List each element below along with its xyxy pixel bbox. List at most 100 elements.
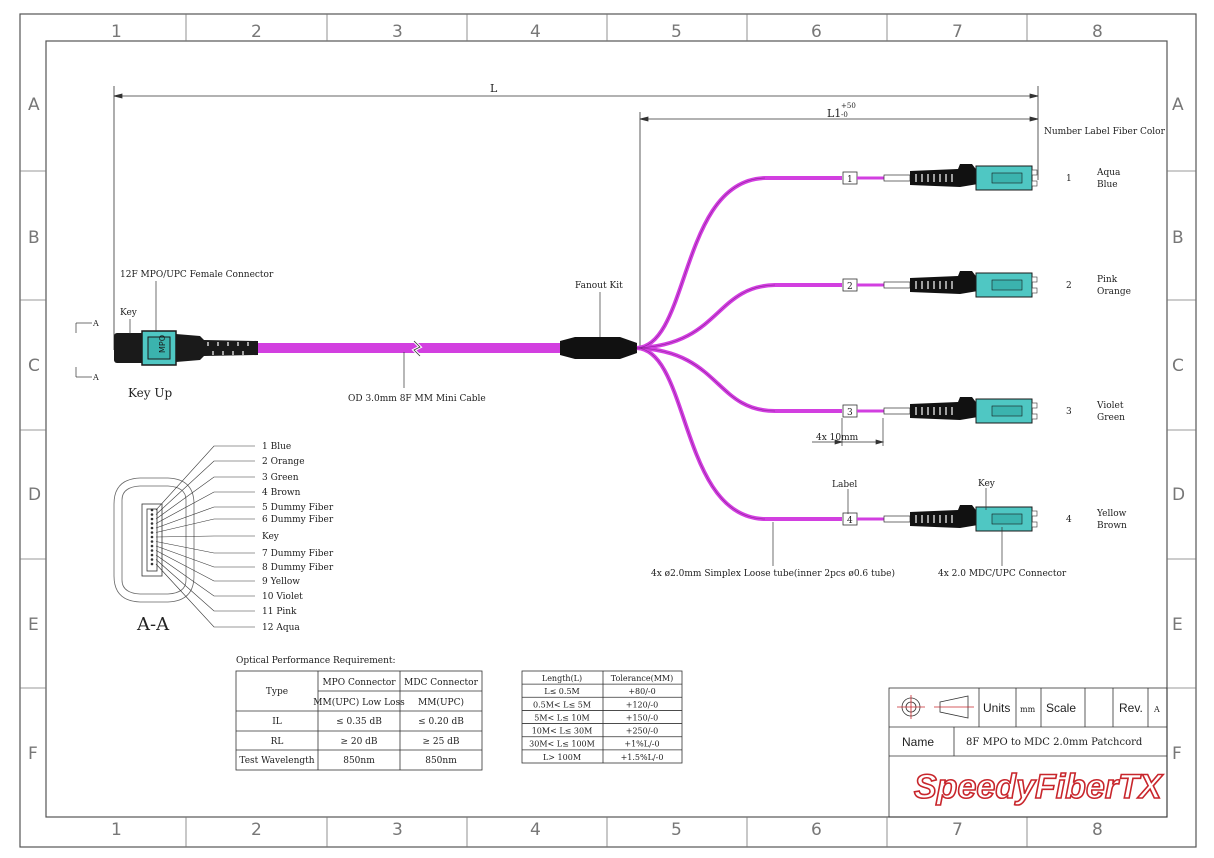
inner-frame	[45, 40, 1168, 818]
dim-l1-label: L1	[827, 107, 841, 120]
pinout-label: 1 Blue	[262, 442, 291, 452]
optical-sub-mpo: MM(UPC) Low Loss	[313, 697, 405, 708]
row-label-left: F	[28, 744, 38, 764]
pinout-label: 10 Violet	[262, 592, 303, 602]
scale-label: Scale	[1046, 701, 1076, 715]
name-value: 8F MPO to MDC 2.0mm Patchcord	[966, 737, 1143, 748]
col-label-bottom: 2	[251, 820, 262, 840]
pinout-label: 7 Dummy Fiber	[262, 549, 334, 559]
optical-mdc-value: 850nm	[425, 756, 457, 766]
pinout-label: Key	[262, 532, 280, 542]
optical-row-label: IL	[272, 717, 282, 727]
row-label-right: F	[1172, 744, 1182, 764]
col-label-top: 5	[671, 22, 682, 42]
section-mark-bottom: A	[92, 373, 99, 382]
pinout-leader	[155, 545, 255, 568]
fiber-position	[150, 513, 154, 516]
col-label-bottom: 5	[671, 820, 682, 840]
tolerance-row-lines	[522, 683, 682, 751]
label-callout: Label	[832, 480, 857, 490]
col-label-bottom: 7	[952, 820, 963, 840]
mdc-boot	[910, 505, 978, 528]
dim-l-label: L	[490, 82, 498, 95]
leg-color-b: Blue	[1097, 180, 1118, 190]
breakout-spacing-label: 4x 10mm	[816, 433, 859, 443]
mpo-key-label: Key	[120, 308, 138, 318]
col-label-top: 7	[952, 22, 963, 42]
row-label-left: D	[28, 485, 41, 505]
row-label-right: E	[1172, 615, 1183, 635]
col-label-bottom: 3	[392, 820, 403, 840]
leg-color-a: Yellow	[1096, 509, 1127, 519]
tolerance-value: +1.5%L/-0	[621, 753, 664, 762]
fiber-position	[150, 535, 154, 539]
header-number-label-color: Number Label Fiber Color	[1044, 127, 1166, 137]
col-label-bottom: 4	[530, 820, 541, 840]
mdc-connector-mark	[991, 513, 1023, 525]
mdc-connector-mark	[991, 172, 1023, 184]
fiber-position	[150, 558, 154, 561]
tube-label: 4x ø2.0mm Simplex Loose tube(inner 2pcs …	[651, 568, 895, 579]
pinout-leader	[155, 554, 255, 597]
optical-sub-mdc: MM(UPC)	[418, 697, 464, 708]
units-value: mm	[1020, 705, 1036, 714]
pinout-leader	[155, 518, 255, 533]
tolerance-length: 30M< L≤ 100M	[529, 740, 595, 749]
row-label-right: D	[1172, 485, 1185, 505]
leg-label-number: 1	[847, 175, 853, 185]
pinout-leader	[155, 563, 255, 628]
col-label-top: 1	[111, 22, 122, 42]
ferrule	[1031, 276, 1038, 283]
optical-header-mpo: MPO Connector	[322, 678, 396, 688]
pinout-leader	[155, 506, 255, 529]
optical-header-mdc: MDC Connector	[404, 678, 478, 688]
row-label-right: A	[1172, 95, 1184, 115]
mdc-connector-mark	[991, 279, 1023, 291]
col-label-top: 4	[530, 22, 541, 42]
leg-label-number: 4	[847, 516, 853, 526]
optical-table-grid	[235, 670, 483, 771]
pinout-leader	[155, 476, 255, 520]
fiber-position	[150, 549, 154, 552]
speedyfibertx-logo: SpeedyFiberTX	[914, 768, 1164, 806]
row-label-left: C	[28, 356, 40, 376]
fiber-position	[150, 522, 154, 525]
fiber-position	[150, 517, 154, 521]
units-label: Units	[983, 701, 1010, 715]
ferrule	[1031, 169, 1038, 176]
pinout-label: 4 Brown	[262, 488, 301, 498]
leg-boot-tube	[883, 407, 911, 415]
rev-value: A	[1153, 705, 1160, 714]
optical-mpo-value: ≥ 20 dB	[340, 737, 377, 747]
col-label-top: 8	[1092, 22, 1103, 42]
title-block-grid	[888, 687, 1168, 818]
pinout-label: 5 Dummy Fiber	[262, 503, 334, 513]
outer-frame	[19, 13, 1197, 848]
breakout-tubes	[636, 176, 842, 521]
ferrule	[1031, 402, 1038, 409]
border-zone-ticks	[20, 14, 1196, 847]
mpo-connector: MPO	[114, 330, 258, 366]
tolerance-table: Length(L)Tolerance(MM)L≤ 0.5M+80/-00.5M<…	[529, 674, 673, 762]
pinout-label: 2 Orange	[262, 457, 305, 467]
tolerance-length: L> 100M	[543, 753, 581, 762]
pinout-leader	[155, 541, 255, 554]
tolerance-value: +150/-0	[626, 713, 658, 722]
col-label-top: 3	[392, 22, 403, 42]
pinout-leader	[155, 460, 255, 515]
ferrule	[1031, 510, 1038, 517]
leg-color-b: Brown	[1097, 521, 1127, 531]
optical-mpo-value: ≤ 0.35 dB	[336, 717, 382, 727]
tolerance-length: 5M< L≤ 10M	[534, 713, 589, 722]
fanout-label: Fanout Kit	[575, 281, 623, 291]
mdc-boot	[910, 397, 978, 420]
breakout-dimension	[812, 418, 885, 446]
col-label-top: 6	[811, 22, 822, 42]
pinout-leader	[155, 445, 255, 511]
name-label: Name	[902, 735, 934, 749]
optical-row-label: Test Wavelength	[239, 756, 314, 766]
pinout-label: 3 Green	[262, 473, 299, 483]
